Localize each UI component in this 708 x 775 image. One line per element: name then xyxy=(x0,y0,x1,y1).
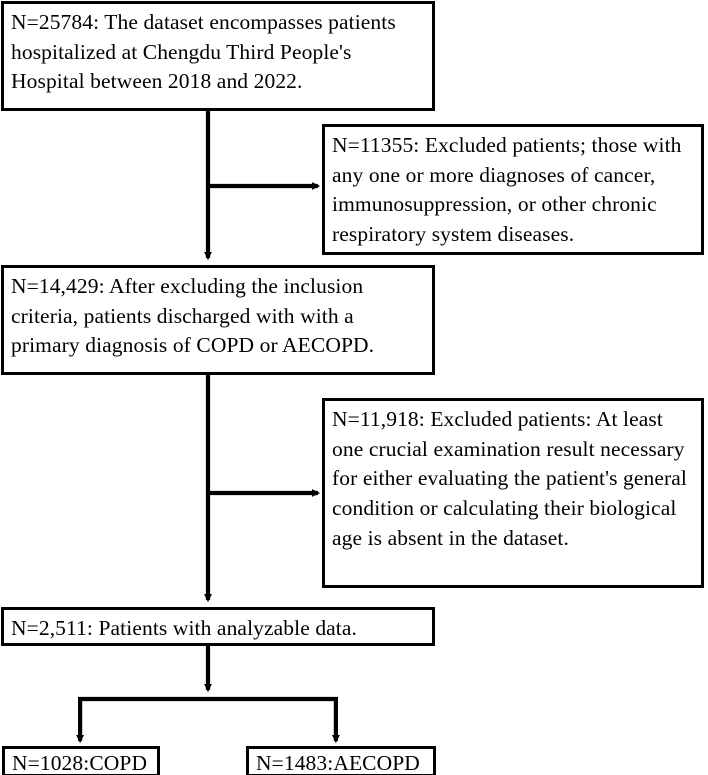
node-cohort-source-label: N=25784: The dataset encompasses patient… xyxy=(11,10,396,94)
node-cohort-source: N=25784: The dataset encompasses patient… xyxy=(1,1,435,111)
node-excluded-first: N=11355: Excluded patients; those with a… xyxy=(322,124,704,255)
node-excluded-second: N=11,918: Excluded patients: At least on… xyxy=(322,398,704,588)
node-analyzable-label: N=2,511: Patients with analyzable data. xyxy=(11,616,357,640)
node-group-aecopd: N=1483:AECOPD xyxy=(246,746,436,775)
node-analyzable: N=2,511: Patients with analyzable data. xyxy=(1,607,435,646)
node-after-inclusion-label: N=14,429: After excluding the inclusion … xyxy=(11,274,375,358)
node-after-inclusion: N=14,429: After excluding the inclusion … xyxy=(1,265,435,375)
node-excluded-first-label: N=11355: Excluded patients; those with a… xyxy=(332,133,682,246)
node-group-aecopd-label: N=1483:AECOPD xyxy=(256,751,420,775)
node-group-copd-label: N=1028:COPD xyxy=(12,751,148,775)
edge-analyzable-split xyxy=(76,645,340,744)
node-group-copd: N=1028:COPD xyxy=(2,746,160,775)
node-excluded-second-label: N=11,918: Excluded patients: At least on… xyxy=(332,407,688,550)
